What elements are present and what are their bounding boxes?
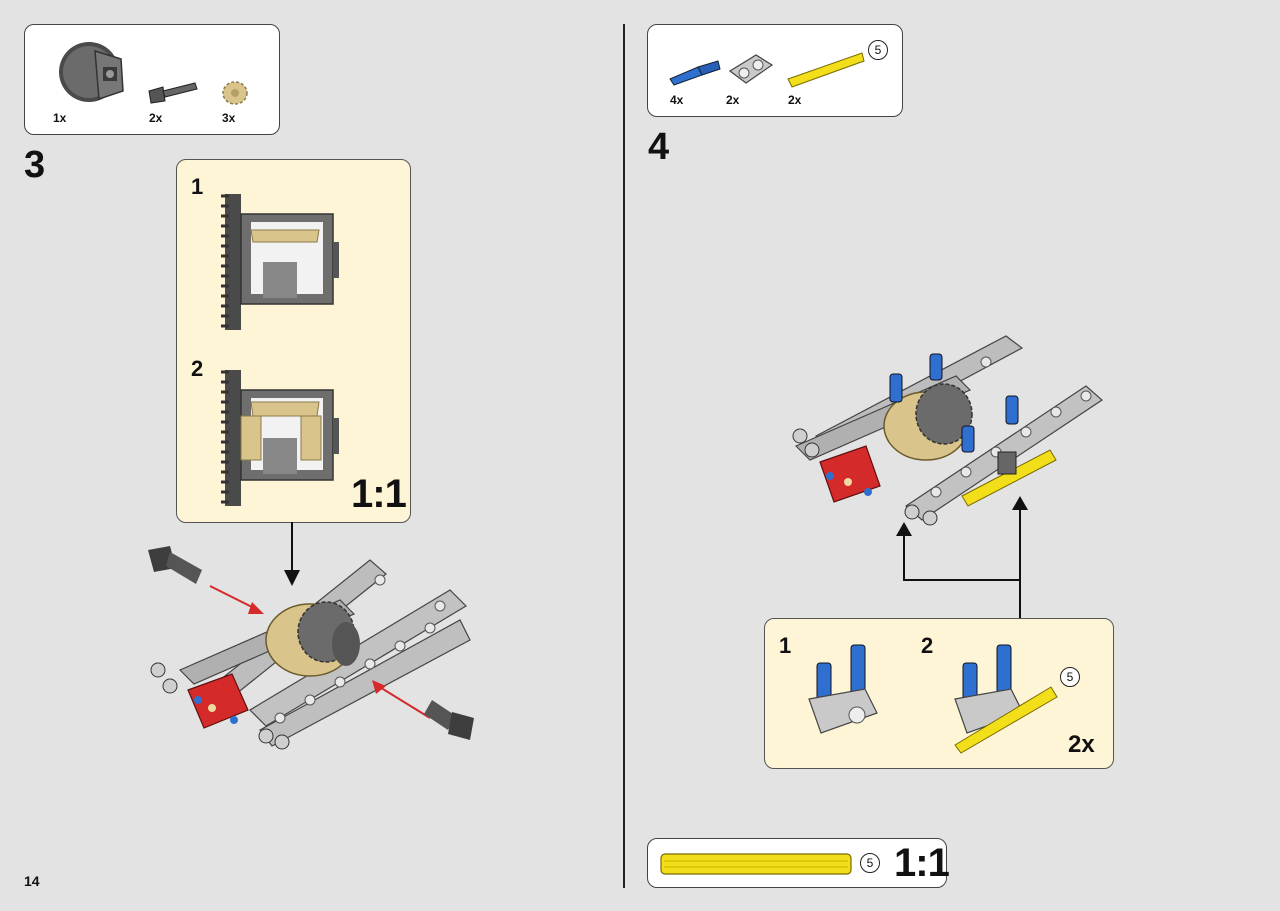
callout-arrow: [284, 522, 300, 586]
axle-reference-box: 5 1:1: [647, 838, 950, 888]
part-qty-1: 1x: [53, 111, 67, 125]
step4-parts-box: 4x 2x 5 2x: [647, 24, 903, 117]
part-qty-3: 3x: [222, 111, 236, 125]
yellow-axle-icon: [787, 52, 865, 88]
axle-pin-icon: [148, 82, 198, 104]
scale-1-1-label: 1:1: [894, 841, 950, 885]
part-qty-4: 4x: [670, 93, 684, 107]
axle-length-badge: 5: [1060, 667, 1080, 687]
substep-2-label: 2: [191, 356, 204, 381]
part-qty-2: 2x: [149, 111, 163, 125]
blue-pin-icon: [669, 60, 721, 86]
substep-1-label: 1: [191, 174, 204, 199]
part-qty-6: 2x: [788, 93, 802, 107]
step3-parts-box: 1x 2x 3x: [24, 24, 280, 135]
axle-length-badge: 5: [868, 40, 888, 60]
step-number-3: 3: [24, 144, 46, 186]
pin-connector-icon: [728, 54, 774, 84]
page-divider: [623, 24, 625, 888]
pin-connector-substep-1-drawing: [808, 644, 878, 734]
differential-substep-1-drawing: [221, 194, 339, 330]
substep-1-label: 1: [779, 633, 792, 658]
axle-length-badge: 5: [860, 853, 880, 873]
part-qty-5: 2x: [726, 93, 740, 107]
step4-callout-connector: [896, 496, 1028, 620]
pin-connector-substep-2-drawing: [954, 644, 1058, 754]
scale-1-1-label: 1:1: [351, 472, 407, 516]
step4-assembly-drawing: [792, 335, 1103, 526]
differential-substep-2-drawing: [221, 370, 339, 506]
step3-assembly-drawing: [148, 546, 474, 750]
step4-subassembly-callout: 1 2 5 2x: [764, 618, 1114, 769]
page-number: 14: [24, 873, 40, 889]
differential-housing-icon: [59, 42, 124, 102]
quantity-multiplier: 2x: [1068, 731, 1095, 758]
step3-subassembly-callout: 1 2 1:1: [176, 159, 411, 523]
yellow-axle-scale-icon: [660, 853, 852, 875]
substep-2-label: 2: [921, 633, 934, 658]
bevel-gear-icon: [222, 81, 248, 105]
step-number-4: 4: [648, 126, 670, 168]
